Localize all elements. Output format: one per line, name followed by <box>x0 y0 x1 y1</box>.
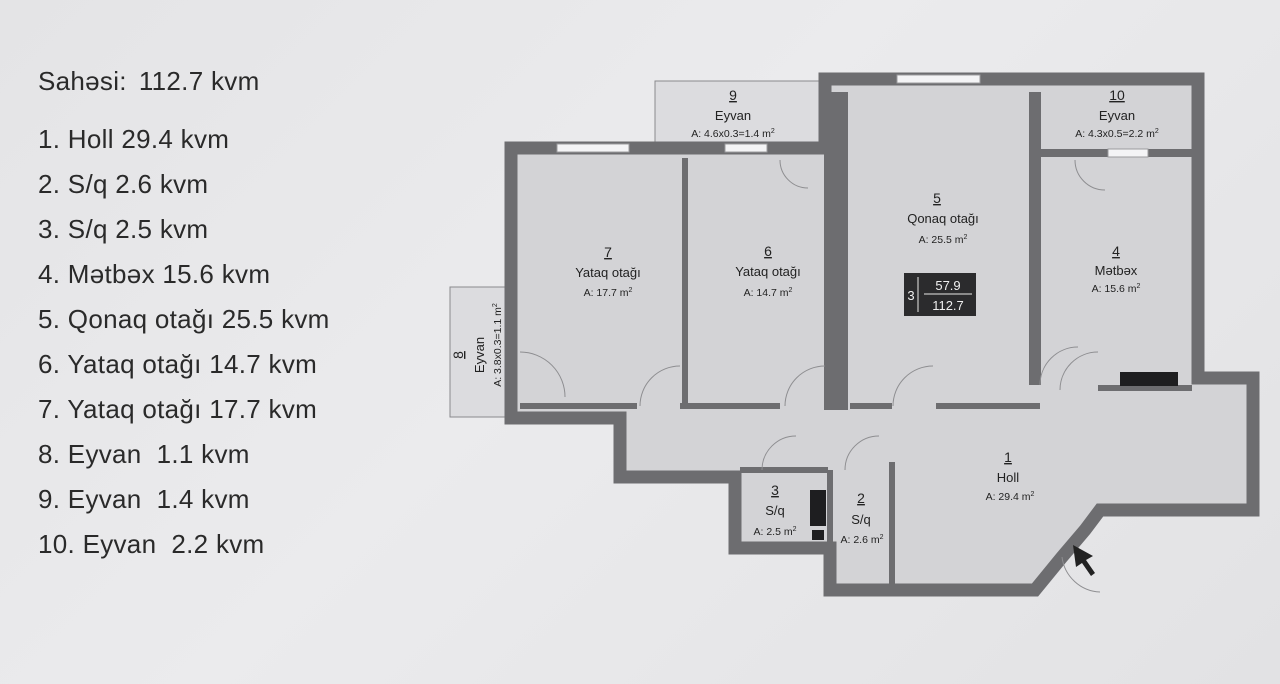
room-list-item: 9. Eyvan 1.4 kvm <box>38 484 250 514</box>
room-list-item: 5. Qonaq otağı 25.5 kvm <box>38 304 330 334</box>
room-number: 8 <box>450 351 466 359</box>
room-list-item: 2. S/q 2.6 kvm <box>38 169 209 199</box>
room-name: S/q <box>765 503 785 518</box>
room-area: A: 25.5 m2 <box>919 234 968 246</box>
room-name: Eyvan <box>715 108 751 123</box>
room-label-9: 9 Eyvan A: 4.6x0.3=1.4 m2 <box>691 87 775 140</box>
room-name: Mətbəx <box>1095 263 1138 278</box>
room-label-5: 5 Qonaq otağı A: 25.5 m2 <box>907 190 979 246</box>
room-name: Eyvan <box>1099 108 1135 123</box>
room-number: 7 <box>604 244 612 260</box>
room-label-8: 8 Eyvan A: 3.8x0.3=1.1 m2 <box>450 303 504 387</box>
room-label-3: 3 S/q A: 2.5 m2 <box>753 482 796 538</box>
room-number: 3 <box>771 482 779 498</box>
room-number: 10 <box>1109 87 1125 103</box>
room-area: A: 15.6 m2 <box>1092 283 1141 295</box>
room-area: A: 4.6x0.3=1.4 m2 <box>691 128 775 140</box>
room-list-item: 10. Eyvan 2.2 kvm <box>38 529 265 559</box>
room-area: A: 14.7 m2 <box>744 287 793 299</box>
legend-panel: Sahəsi: 112.7 kvm 1. Holl 29.4 kvm 2. S/q… <box>38 66 330 567</box>
room-name: Qonaq otağı <box>907 211 979 226</box>
total-area-value: 112.7 kvm <box>138 66 260 96</box>
room-name: Eyvan <box>472 337 487 373</box>
room-number: 1 <box>1004 449 1012 465</box>
badge-total-area: 112.7 <box>932 298 964 313</box>
room-number: 6 <box>764 243 772 259</box>
total-area-heading: Sahəsi: 112.7 kvm <box>38 66 330 97</box>
total-area-label: Sahəsi: <box>38 66 127 96</box>
room-area: A: 4.3x0.5=2.2 m2 <box>1075 128 1159 140</box>
windows <box>556 74 1149 158</box>
room-label-7: 7 Yataq otağı A: 17.7 m2 <box>575 244 641 299</box>
room-label-4: 4 Mətbəx A: 15.6 m2 <box>1092 243 1141 295</box>
room-label-2: 2 S/q A: 2.6 m2 <box>840 490 883 546</box>
room-area: A: 2.6 m2 <box>840 534 883 546</box>
room-area: A: 17.7 m2 <box>584 287 633 299</box>
room-list-item: 7. Yataq otağı 17.7 kvm <box>38 394 318 424</box>
room-number: 4 <box>1112 243 1120 259</box>
room-list-item: 6. Yataq otağı 14.7 kvm <box>38 349 318 379</box>
door-swings <box>519 159 1106 593</box>
room-list-item: 3. S/q 2.5 kvm <box>38 214 209 244</box>
area-badge: 3 57.9 112.7 <box>904 273 976 316</box>
room-number: 9 <box>729 87 737 103</box>
room-number: 5 <box>933 190 941 206</box>
room-name: Yataq otağı <box>735 264 801 279</box>
room-area: A: 2.5 m2 <box>753 526 796 538</box>
room-number: 2 <box>857 490 865 506</box>
room-name: Yataq otağı <box>575 265 641 280</box>
room-label-1: 1 Holl A: 29.4 m2 <box>986 449 1035 503</box>
room-label-10: 10 Eyvan A: 4.3x0.5=2.2 m2 <box>1075 87 1159 140</box>
room-list-item: 1. Holl 29.4 kvm <box>38 124 230 154</box>
room-label-6: 6 Yataq otağı A: 14.7 m2 <box>735 243 801 299</box>
room-list: 1. Holl 29.4 kvm 2. S/q 2.6 kvm 3. S/q 2… <box>38 117 330 567</box>
fixtures <box>810 372 1178 540</box>
room-area: A: 3.8x0.3=1.1 m2 <box>492 303 504 387</box>
entrance-arrow-icon <box>1073 545 1095 576</box>
room-area: A: 29.4 m2 <box>986 491 1035 503</box>
room-list-item: 8. Eyvan 1.1 kvm <box>38 439 250 469</box>
badge-room-count: 3 <box>907 288 914 303</box>
room-name: S/q <box>851 512 871 527</box>
room-name: Holl <box>997 470 1020 485</box>
room-list-item: 4. Mətbəx 15.6 kvm <box>38 259 271 289</box>
badge-living-area: 57.9 <box>935 278 960 293</box>
